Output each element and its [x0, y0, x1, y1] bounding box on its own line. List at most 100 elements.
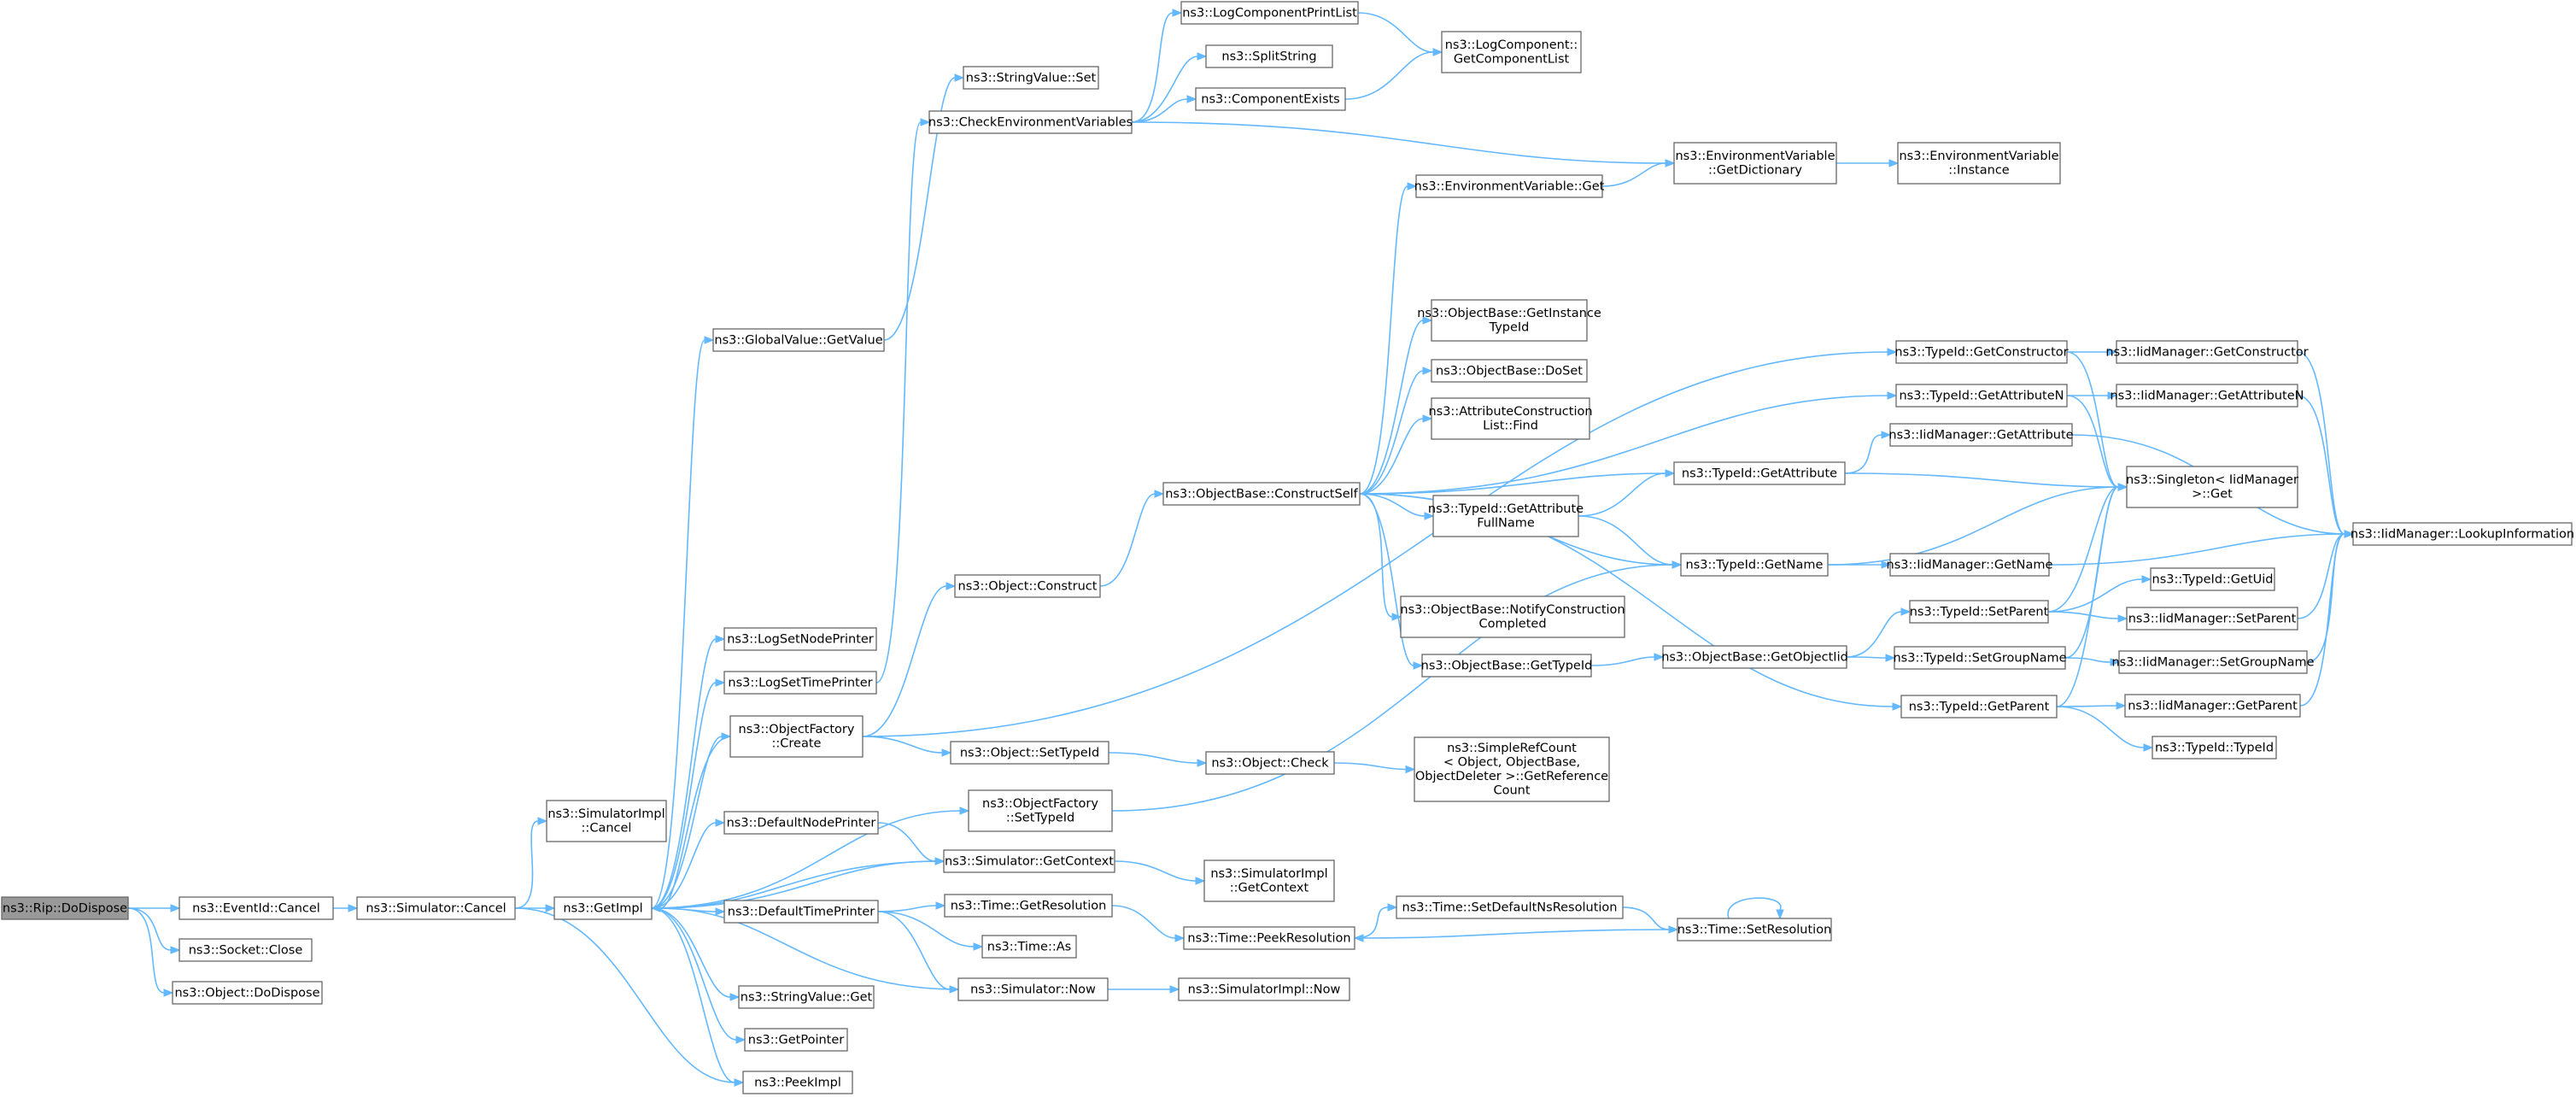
node-box[interactable] [744, 1028, 848, 1052]
node-ns3-iidmanager-setparent[interactable]: ns3::IidManager::SetParent [2126, 607, 2298, 631]
node-ns3-getimpl[interactable]: ns3::GetImpl [553, 896, 653, 920]
node-ns3-componentexists[interactable]: ns3::ComponentExists [1195, 87, 1346, 111]
node-box[interactable] [179, 938, 313, 962]
node-ns3-iidmanager-getattributen[interactable]: ns3::IidManager::GetAttributeN [2110, 384, 2304, 408]
node-ns3-getpointer[interactable]: ns3::GetPointer [744, 1028, 848, 1052]
node-ns3-objectbase-notifyconstruction-completed[interactable]: ns3::ObjectBase::NotifyConstructionCompl… [1400, 595, 1625, 638]
node-box[interactable] [928, 110, 1133, 134]
node-ns3-environmentvariable-get[interactable]: ns3::EnvironmentVariable::Get [1414, 174, 1605, 198]
node-ns3-objectbase-constructself[interactable]: ns3::ObjectBase::ConstructSelf [1162, 482, 1361, 506]
node-ns3-logcomponentprintlist[interactable]: ns3::LogComponentPrintList [1180, 1, 1359, 25]
node-box[interactable] [742, 1071, 853, 1094]
node-box[interactable] [2352, 522, 2573, 546]
node-box[interactable] [723, 627, 877, 651]
node-box[interactable] [2152, 736, 2277, 760]
node-box[interactable] [2126, 466, 2298, 508]
node-box[interactable] [723, 811, 879, 835]
node-box[interactable] [1205, 751, 1335, 775]
node-ns3-objectbase-doset[interactable]: ns3::ObjectBase::DoSet [1431, 359, 1588, 383]
node-ns3-eventid-cancel[interactable]: ns3::EventId::Cancel [179, 896, 334, 920]
node-box[interactable] [2124, 694, 2301, 718]
node-box[interactable] [957, 977, 1109, 1001]
node-ns3-objectbase-gettypeid[interactable]: ns3::ObjectBase::GetTypeId [1421, 654, 1593, 678]
node-ns3-typeid-getattribute[interactable]: ns3::TypeId::GetAttribute [1673, 461, 1846, 485]
node-ns3-checkenvironmentvariables[interactable]: ns3::CheckEnvironmentVariables [928, 110, 1133, 134]
node-box[interactable] [1900, 695, 2058, 719]
node-ns3-objectfactory-settypeid[interactable]: ns3::ObjectFactory::SetTypeId [968, 789, 1113, 832]
node-ns3-splitstring[interactable]: ns3::SplitString [1205, 44, 1333, 68]
node-box[interactable] [1432, 495, 1579, 537]
node-ns3-time-getresolution[interactable]: ns3::Time::GetResolution [944, 894, 1113, 918]
node-box[interactable] [1673, 142, 1837, 185]
node-ns3-environmentvariable-instance[interactable]: ns3::EnvironmentVariable::Instance [1897, 142, 2061, 185]
node-box[interactable] [553, 896, 653, 920]
node-box[interactable] [950, 741, 1109, 765]
node-ns3-typeid-getuid[interactable]: ns3::TypeId::GetUid [2150, 567, 2275, 591]
node-box[interactable] [1396, 895, 1624, 919]
node-ns3-iidmanager-getname[interactable]: ns3::IidManager::GetName [1887, 553, 2053, 577]
node-ns3-logcomponent-getcomponentlist[interactable]: ns3::LogComponent::GetComponentList [1441, 31, 1582, 73]
node-ns3-iidmanager-lookupinformation[interactable]: ns3::IidManager::LookupInformation [2351, 522, 2574, 546]
node-box[interactable] [1895, 340, 2068, 364]
node-ns3-time-setdefaultnsresolution[interactable]: ns3::Time::SetDefaultNsResolution [1396, 895, 1624, 919]
node-box[interactable] [1400, 595, 1625, 638]
node-box[interactable] [179, 896, 334, 920]
node-ns3-stringvalue-get[interactable]: ns3::StringValue::Get [738, 985, 875, 1009]
node-box[interactable] [2118, 650, 2308, 674]
node-box[interactable] [2150, 567, 2275, 591]
node-ns3-objectbase-getobjectiid[interactable]: ns3::ObjectBase::GetObjectIid [1661, 645, 1848, 669]
node-box[interactable] [1894, 646, 2066, 670]
node-ns3-typeid-getconstructor[interactable]: ns3::TypeId::GetConstructor [1894, 340, 2069, 364]
node-box[interactable] [2116, 384, 2298, 408]
node-ns3-logsettimeprinter[interactable]: ns3::LogSetTimePrinter [723, 671, 877, 695]
node-ns3-typeid-setgroupname[interactable]: ns3::TypeId::SetGroupName [1893, 646, 2067, 670]
node-ns3-object-construct[interactable]: ns3::Object::Construct [954, 574, 1101, 598]
node-box[interactable] [1897, 142, 2061, 185]
node-ns3-simulator-getcontext[interactable]: ns3::Simulator::GetContext [943, 849, 1115, 873]
node-ns3-time-peekresolution[interactable]: ns3::Time::PeekResolution [1183, 926, 1355, 950]
node-ns3-defaulttimeprinter[interactable]: ns3::DefaultTimePrinter [723, 900, 879, 924]
node-ns3-socket-close[interactable]: ns3::Socket::Close [179, 938, 313, 962]
node-ns3-simulator-now[interactable]: ns3::Simulator::Now [957, 977, 1109, 1001]
node-ns3-rip-dodispose[interactable]: ns3::Rip::DoDispose [1, 896, 129, 920]
node-box[interactable] [729, 715, 864, 758]
node-ns3-simulator-cancel[interactable]: ns3::Simulator::Cancel [356, 896, 516, 920]
node-box[interactable] [356, 896, 516, 920]
node-box[interactable] [1441, 31, 1582, 73]
node-box[interactable] [1909, 600, 2049, 624]
node-ns3-time-setresolution[interactable]: ns3::Time::SetResolution [1677, 918, 1832, 942]
node-box[interactable] [1421, 654, 1592, 678]
node-box[interactable] [723, 900, 879, 924]
node-box[interactable] [1431, 359, 1588, 383]
node-box[interactable] [2126, 607, 2298, 631]
node-box[interactable] [943, 849, 1115, 873]
node-ns3-typeid-getparent[interactable]: ns3::TypeId::GetParent [1900, 695, 2058, 719]
node-box[interactable] [1, 896, 129, 920]
node-box[interactable] [712, 328, 885, 352]
node-box[interactable] [738, 985, 875, 1009]
node-box[interactable] [1183, 926, 1355, 950]
node-box[interactable] [546, 800, 667, 842]
node-ns3-simulatorimpl-now[interactable]: ns3::SimulatorImpl::Now [1178, 977, 1350, 1001]
node-box[interactable] [1889, 553, 2050, 577]
node-ns3-iidmanager-getconstructor[interactable]: ns3::IidManager::GetConstructor [2105, 340, 2309, 364]
node-ns3-time-as[interactable]: ns3::Time::As [981, 935, 1077, 959]
node-ns3-object-settypeid[interactable]: ns3::Object::SetTypeId [950, 741, 1109, 765]
node-ns3-typeid-getattributen[interactable]: ns3::TypeId::GetAttributeN [1895, 384, 2068, 408]
node-box[interactable] [1889, 423, 2073, 447]
node-ns3-simplerefcount-object-objectbase-objectdeleter-getreference-count[interactable]: ns3::SimpleRefCount< Object, ObjectBase,… [1414, 736, 1610, 802]
node-box[interactable] [1431, 299, 1588, 342]
node-ns3-typeid-setparent[interactable]: ns3::TypeId::SetParent [1909, 600, 2049, 624]
node-ns3-peekimpl[interactable]: ns3::PeekImpl [742, 1071, 853, 1094]
node-box[interactable] [1680, 553, 1829, 577]
node-ns3-objectfactory-create[interactable]: ns3::ObjectFactory::Create [729, 715, 864, 758]
node-ns3-singleton-iidmanager-get[interactable]: ns3::Singleton< IidManager>::Get [2126, 466, 2298, 508]
node-ns3-stringvalue-set[interactable]: ns3::StringValue::Set [963, 66, 1099, 90]
node-box[interactable] [172, 981, 323, 1005]
node-box[interactable] [1673, 461, 1846, 485]
node-box[interactable] [1415, 174, 1603, 198]
node-ns3-iidmanager-getattribute[interactable]: ns3::IidManager::GetAttribute [1888, 423, 2074, 447]
node-box[interactable] [954, 574, 1101, 598]
